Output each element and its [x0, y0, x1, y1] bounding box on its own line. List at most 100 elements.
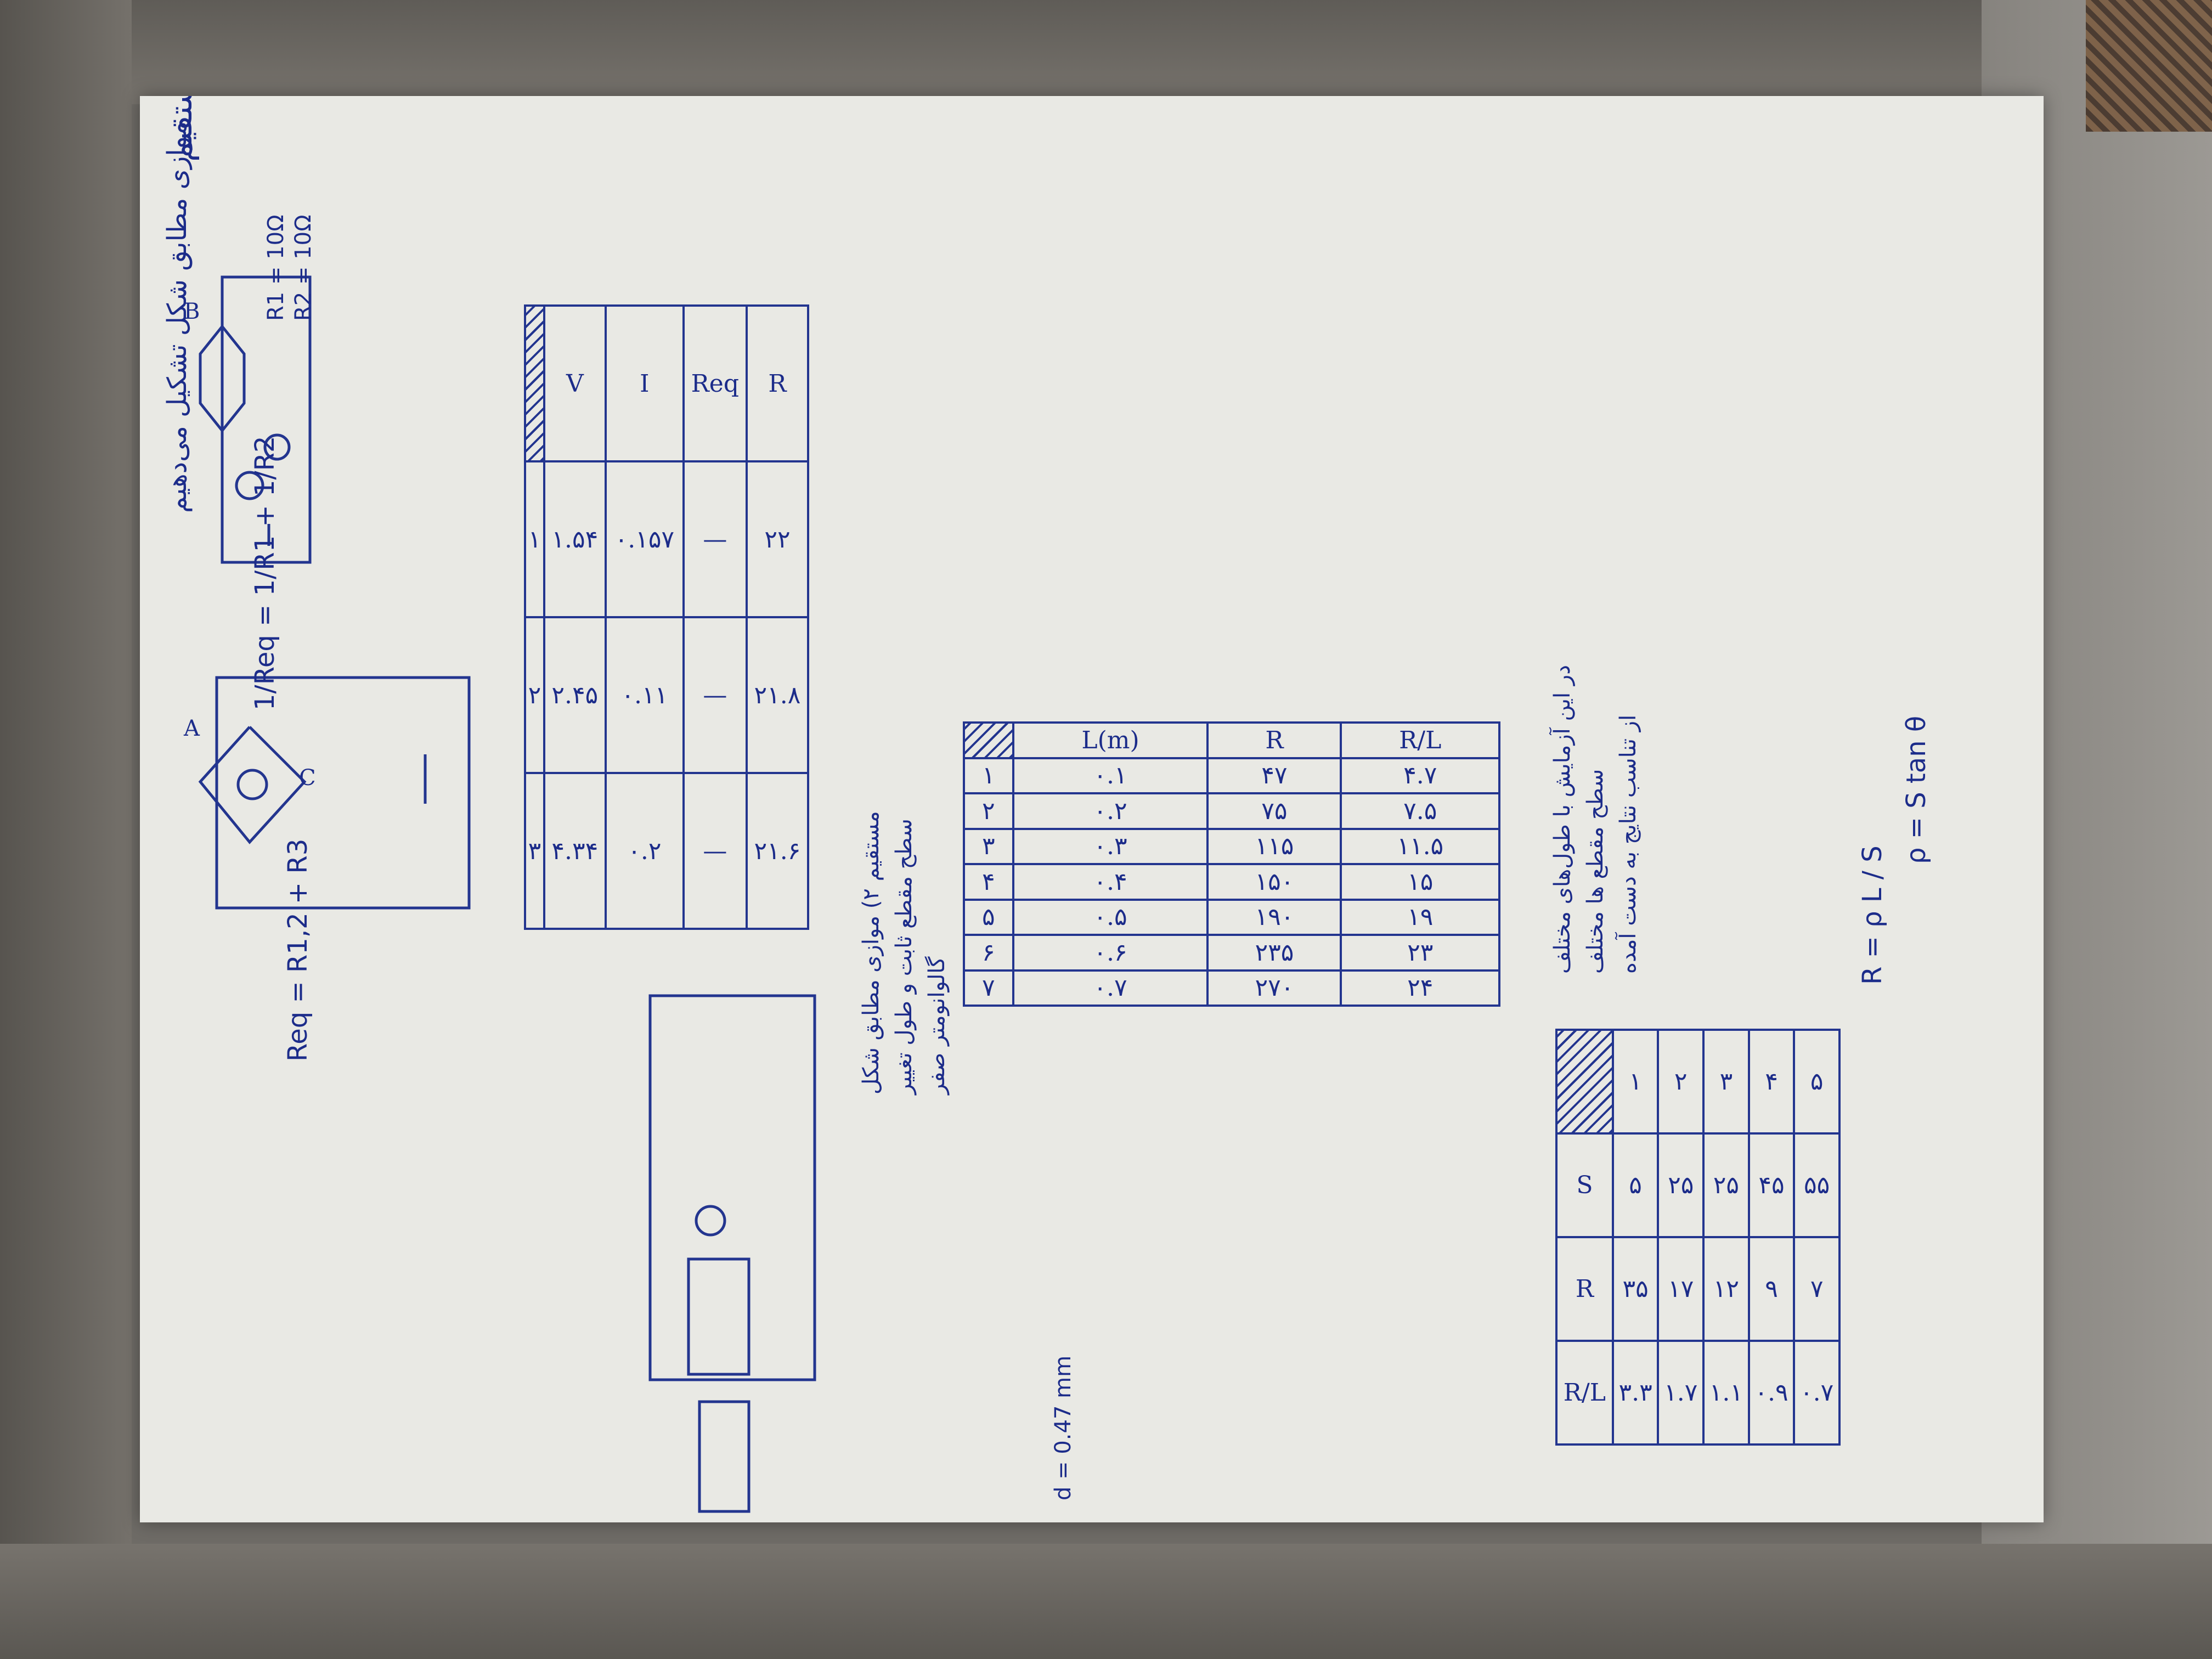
node-label-c: C: [299, 765, 316, 791]
table-cell: ۹: [1747, 1236, 1796, 1342]
table-cell: ۰.۹: [1747, 1340, 1796, 1446]
mid-note-2: سطح مقطع ثابت و طول تغییر: [891, 819, 917, 1094]
table-cell: ۵: [1611, 1132, 1660, 1238]
table-cell: ۴: [963, 863, 1014, 901]
table-cell: ۷: [963, 969, 1014, 1007]
mid-note-1: مستقیم ۲) موازی مطابق شکل: [859, 811, 884, 1094]
table-cell: —: [682, 460, 748, 618]
formula-parallel: 1/Req = 1/R1 + 1/R2: [250, 436, 280, 710]
table-cell: ۳: [524, 772, 545, 930]
table-cell: ۱۹۰: [1206, 898, 1342, 936]
table-1-header-corner: [524, 304, 545, 462]
node-label-b: B: [184, 299, 200, 324]
table-cell: ۲: [963, 792, 1014, 830]
table-cell: ۲۵: [1657, 1132, 1705, 1238]
voltmeter-icon: [263, 433, 291, 461]
circuit-3-loop: [648, 994, 816, 1381]
table-cell: —: [682, 616, 748, 774]
table-cell: S: [1555, 1132, 1614, 1238]
table-1-header: Req: [682, 304, 748, 462]
formula-series: Req = R1,2 + R3: [283, 838, 313, 1062]
circuit-1-loop: [221, 275, 312, 564]
table-2-header-corner: [963, 721, 1014, 759]
notebook-sheet: آزمایش ۳ / مستقیم موازی مطابق شکل تشکیل …: [140, 96, 2044, 1522]
galvanometer-icon-2: [695, 1205, 726, 1237]
table-1-header: I: [604, 304, 685, 462]
table-3-header: ۵: [1793, 1029, 1841, 1135]
table-cell: ۱۲: [1702, 1236, 1750, 1342]
table-3-header: ۱: [1611, 1029, 1660, 1135]
table-cell: ۴.۷: [1340, 757, 1500, 794]
r1-value: R1 = 10Ω: [263, 215, 289, 321]
table-cell: ۱۷: [1657, 1236, 1705, 1342]
table-cell: ۲۵: [1702, 1132, 1750, 1238]
table-cell: ۲۷۰: [1206, 969, 1342, 1007]
carpet-corner: [2086, 0, 2212, 132]
table-cell: ۵: [963, 898, 1014, 936]
table-cell: ۰.۶: [1012, 934, 1209, 972]
table-cell: ۷.۵: [1340, 792, 1500, 830]
table-2-header: R: [1206, 721, 1342, 759]
table-cell: ۰.۷: [1012, 969, 1209, 1007]
table-3-header: ۲: [1657, 1029, 1705, 1135]
table-cell: ۱۱.۵: [1340, 827, 1500, 865]
table-cell: ۲۲: [745, 460, 810, 618]
table-cell: ۲۴: [1340, 969, 1500, 1007]
table-cell: ۴۵: [1747, 1132, 1796, 1238]
table-1-header: V: [543, 304, 607, 462]
table-row: ۲ ۲.۴۵ ۰.۱۱ — ۲۱.۸: [524, 616, 810, 774]
resistor-coil-1: [687, 1257, 751, 1376]
table-cell: ۱.۱: [1702, 1340, 1750, 1446]
table-cell: ۱۵: [1340, 863, 1500, 901]
table-cell: ۰.۱۵۷: [604, 460, 685, 618]
background-left: [0, 0, 132, 1659]
table-cell: ۴.۳۴: [543, 772, 607, 930]
table-cell: ۰.۱۱: [604, 616, 685, 774]
table-cell: ۱۵۰: [1206, 863, 1342, 901]
table-cell: ۰.۱: [1012, 757, 1209, 794]
resistor-coil-2: [698, 1400, 751, 1513]
table-cell: R/L: [1555, 1340, 1614, 1446]
circuit-1-r1: [199, 325, 223, 432]
table-cell: ۱۹: [1340, 898, 1500, 936]
table-cell: ۲۱.۸: [745, 616, 810, 774]
table-row: ۳ ۴.۳۴ ۰.۲ — ۲۱.۶: [524, 772, 810, 930]
table-cell: ۲: [524, 616, 545, 774]
circuit-2-loop: [215, 676, 471, 910]
table-cell: ۷: [1793, 1236, 1841, 1342]
table-cell: ۰.۴: [1012, 863, 1209, 901]
galvanometer-icon: [236, 769, 268, 800]
table-cell: ۷۵: [1206, 792, 1342, 830]
table-row: ۱ ۱.۵۴ ۰.۱۵۷ — ۲۲: [524, 460, 810, 618]
table-cell: ۱: [524, 460, 545, 618]
table-cell: ۱: [963, 757, 1014, 794]
table-cell: ۰.۲: [1012, 792, 1209, 830]
table-3-header: ۳: [1702, 1029, 1750, 1135]
formula-resistivity: R = ρ L / S: [1857, 845, 1888, 985]
right-note-3: از تناسب نتایج به دست آمده: [1616, 714, 1641, 974]
table-1: V I Req R ۱ ۱.۵۴ ۰.۱۵۷ — ۲۲ ۲ ۲.۴۵ ۰.۱۱ …: [524, 304, 810, 930]
table-cell: ۰.۳: [1012, 827, 1209, 865]
table-2-header: R/L: [1340, 721, 1500, 759]
table-3-header-corner: [1555, 1029, 1614, 1135]
right-note-2: سطح مقطع ها مختلف: [1583, 769, 1608, 974]
table-cell: ۳: [963, 827, 1014, 865]
table-cell: ۰.۵: [1012, 898, 1209, 936]
table-2-header: L(m): [1012, 721, 1209, 759]
wheatstone-bridge: [198, 726, 307, 844]
table-cell: ۳.۳: [1611, 1340, 1660, 1446]
table-cell: R: [1555, 1236, 1614, 1342]
r2-value: R2 = 10Ω: [291, 215, 316, 321]
ammeter-icon: [235, 471, 264, 500]
